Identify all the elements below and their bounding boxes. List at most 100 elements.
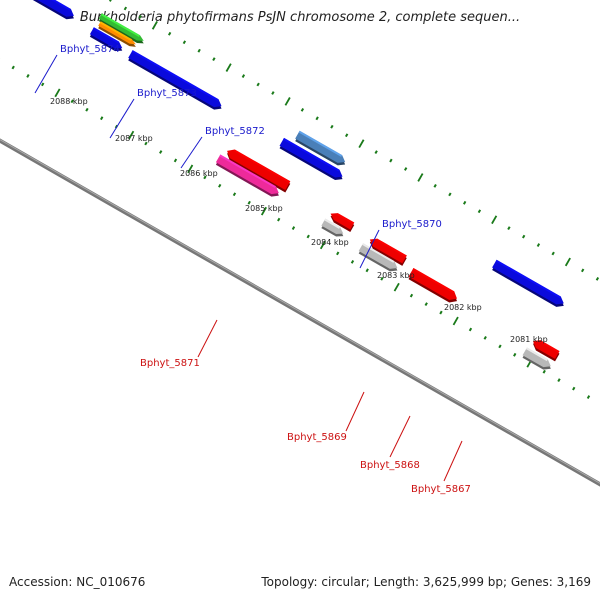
inner-tick xyxy=(306,234,310,239)
inner-tick xyxy=(291,226,296,230)
inner-tick xyxy=(70,99,74,104)
gene-arrow-highlight xyxy=(131,50,219,102)
inner-tick xyxy=(586,395,591,399)
gene-arrow xyxy=(215,154,279,197)
gene-arrow-body xyxy=(37,0,74,17)
outer-tick xyxy=(182,40,187,45)
gene-arrow-body xyxy=(215,154,279,195)
gene-arrow-body xyxy=(492,259,564,305)
inner-tick xyxy=(173,158,178,163)
gene-arrow xyxy=(532,340,560,362)
inner-tick xyxy=(260,206,267,216)
gene-arrow-body xyxy=(321,218,344,235)
outer-tick xyxy=(197,48,201,53)
inner-tick xyxy=(11,65,15,70)
gene-arrow xyxy=(295,130,346,166)
gene-arrow-body xyxy=(128,50,222,108)
inner-tick xyxy=(542,369,546,374)
inner-tick xyxy=(409,293,414,298)
inner-tick xyxy=(100,116,104,121)
inner-tick xyxy=(41,82,45,87)
inner-tick xyxy=(144,141,148,146)
gene-label: Bphyt_5872 xyxy=(205,126,265,137)
label-leader xyxy=(345,391,365,432)
gene-arrow-body xyxy=(369,238,407,264)
gene-arrow xyxy=(321,218,344,237)
outer-tick xyxy=(271,91,275,95)
gene-arrow xyxy=(128,50,222,110)
inner-tick xyxy=(187,164,194,174)
scale-label: 2082 kbp xyxy=(444,303,482,312)
outer-tick xyxy=(507,226,511,231)
gene-arrow-highlight xyxy=(526,347,548,362)
tick-rings xyxy=(0,0,600,399)
inner-tick xyxy=(513,352,517,357)
scale-label: 2088 kbp xyxy=(50,97,88,106)
label-leader xyxy=(34,54,58,94)
outer-tick xyxy=(330,124,334,129)
label-leader xyxy=(389,415,411,458)
inner-tick xyxy=(247,200,251,205)
gene-features xyxy=(32,0,564,370)
outer-tick xyxy=(448,192,452,197)
outer-tick xyxy=(212,57,216,62)
outer-tick xyxy=(123,6,128,11)
inner-tick xyxy=(365,268,369,273)
inner-tick xyxy=(439,310,443,315)
gene-arrow xyxy=(98,13,144,44)
scale-label: 2085 kbp xyxy=(245,204,283,213)
gene-arrow-highlight xyxy=(298,130,343,157)
gene-arrow-body xyxy=(358,243,398,269)
inner-tick xyxy=(572,386,576,391)
outer-tick xyxy=(477,209,482,214)
outer-tick xyxy=(151,20,158,30)
gene-label: Bphyt_5870 xyxy=(382,219,442,230)
accession-text: Accession: NC_010676 xyxy=(9,575,146,589)
inner-tick xyxy=(85,107,89,112)
outer-tick xyxy=(536,243,541,247)
outer-tick xyxy=(138,15,142,19)
gene-arrow-highlight xyxy=(336,213,355,225)
outer-tick xyxy=(581,268,585,273)
outer-tick xyxy=(358,139,365,149)
label-leaders xyxy=(34,54,463,482)
gene-arrow-body xyxy=(89,27,123,49)
outer-tick xyxy=(300,107,305,112)
outer-tick xyxy=(564,257,571,267)
gene-arrow-highlight xyxy=(412,268,455,294)
gene-arrow-body xyxy=(408,268,457,301)
label-leader xyxy=(443,440,463,482)
label-leader xyxy=(180,136,203,169)
scale-label: 2087 kbp xyxy=(115,134,153,143)
gene-arrow-body xyxy=(295,130,346,163)
gene-arrow-highlight xyxy=(283,137,340,172)
gene-label: Bphyt_5869 xyxy=(287,432,347,443)
gene-arrow-body xyxy=(227,149,291,190)
outer-tick xyxy=(241,74,246,78)
inner-tick xyxy=(557,378,561,383)
gene-arrow xyxy=(279,137,343,181)
scale-label: 2081 kbp xyxy=(510,335,548,344)
outer-tick xyxy=(462,200,467,205)
inner-tick xyxy=(54,88,61,98)
gene-arrow-body xyxy=(330,213,355,230)
gene-arrow-highlight xyxy=(219,154,276,189)
gene-arrow-highlight xyxy=(233,149,291,184)
outer-tick xyxy=(595,276,600,281)
inner-tick xyxy=(277,217,281,222)
inner-tick xyxy=(393,282,400,292)
gene-arrow xyxy=(492,259,564,307)
gene-arrow-body xyxy=(279,137,343,178)
outer-tick xyxy=(225,63,232,72)
scale-label: 2083 kbp xyxy=(377,271,415,280)
gene-arrow-body xyxy=(522,347,551,368)
inner-tick xyxy=(498,344,502,349)
inner-tick xyxy=(203,175,207,180)
scale-label: 2084 kbp xyxy=(311,238,349,247)
inner-tick xyxy=(350,259,355,264)
gene-arrow-body xyxy=(532,340,560,359)
outer-tick xyxy=(284,97,291,106)
gene-arrow xyxy=(89,27,123,52)
